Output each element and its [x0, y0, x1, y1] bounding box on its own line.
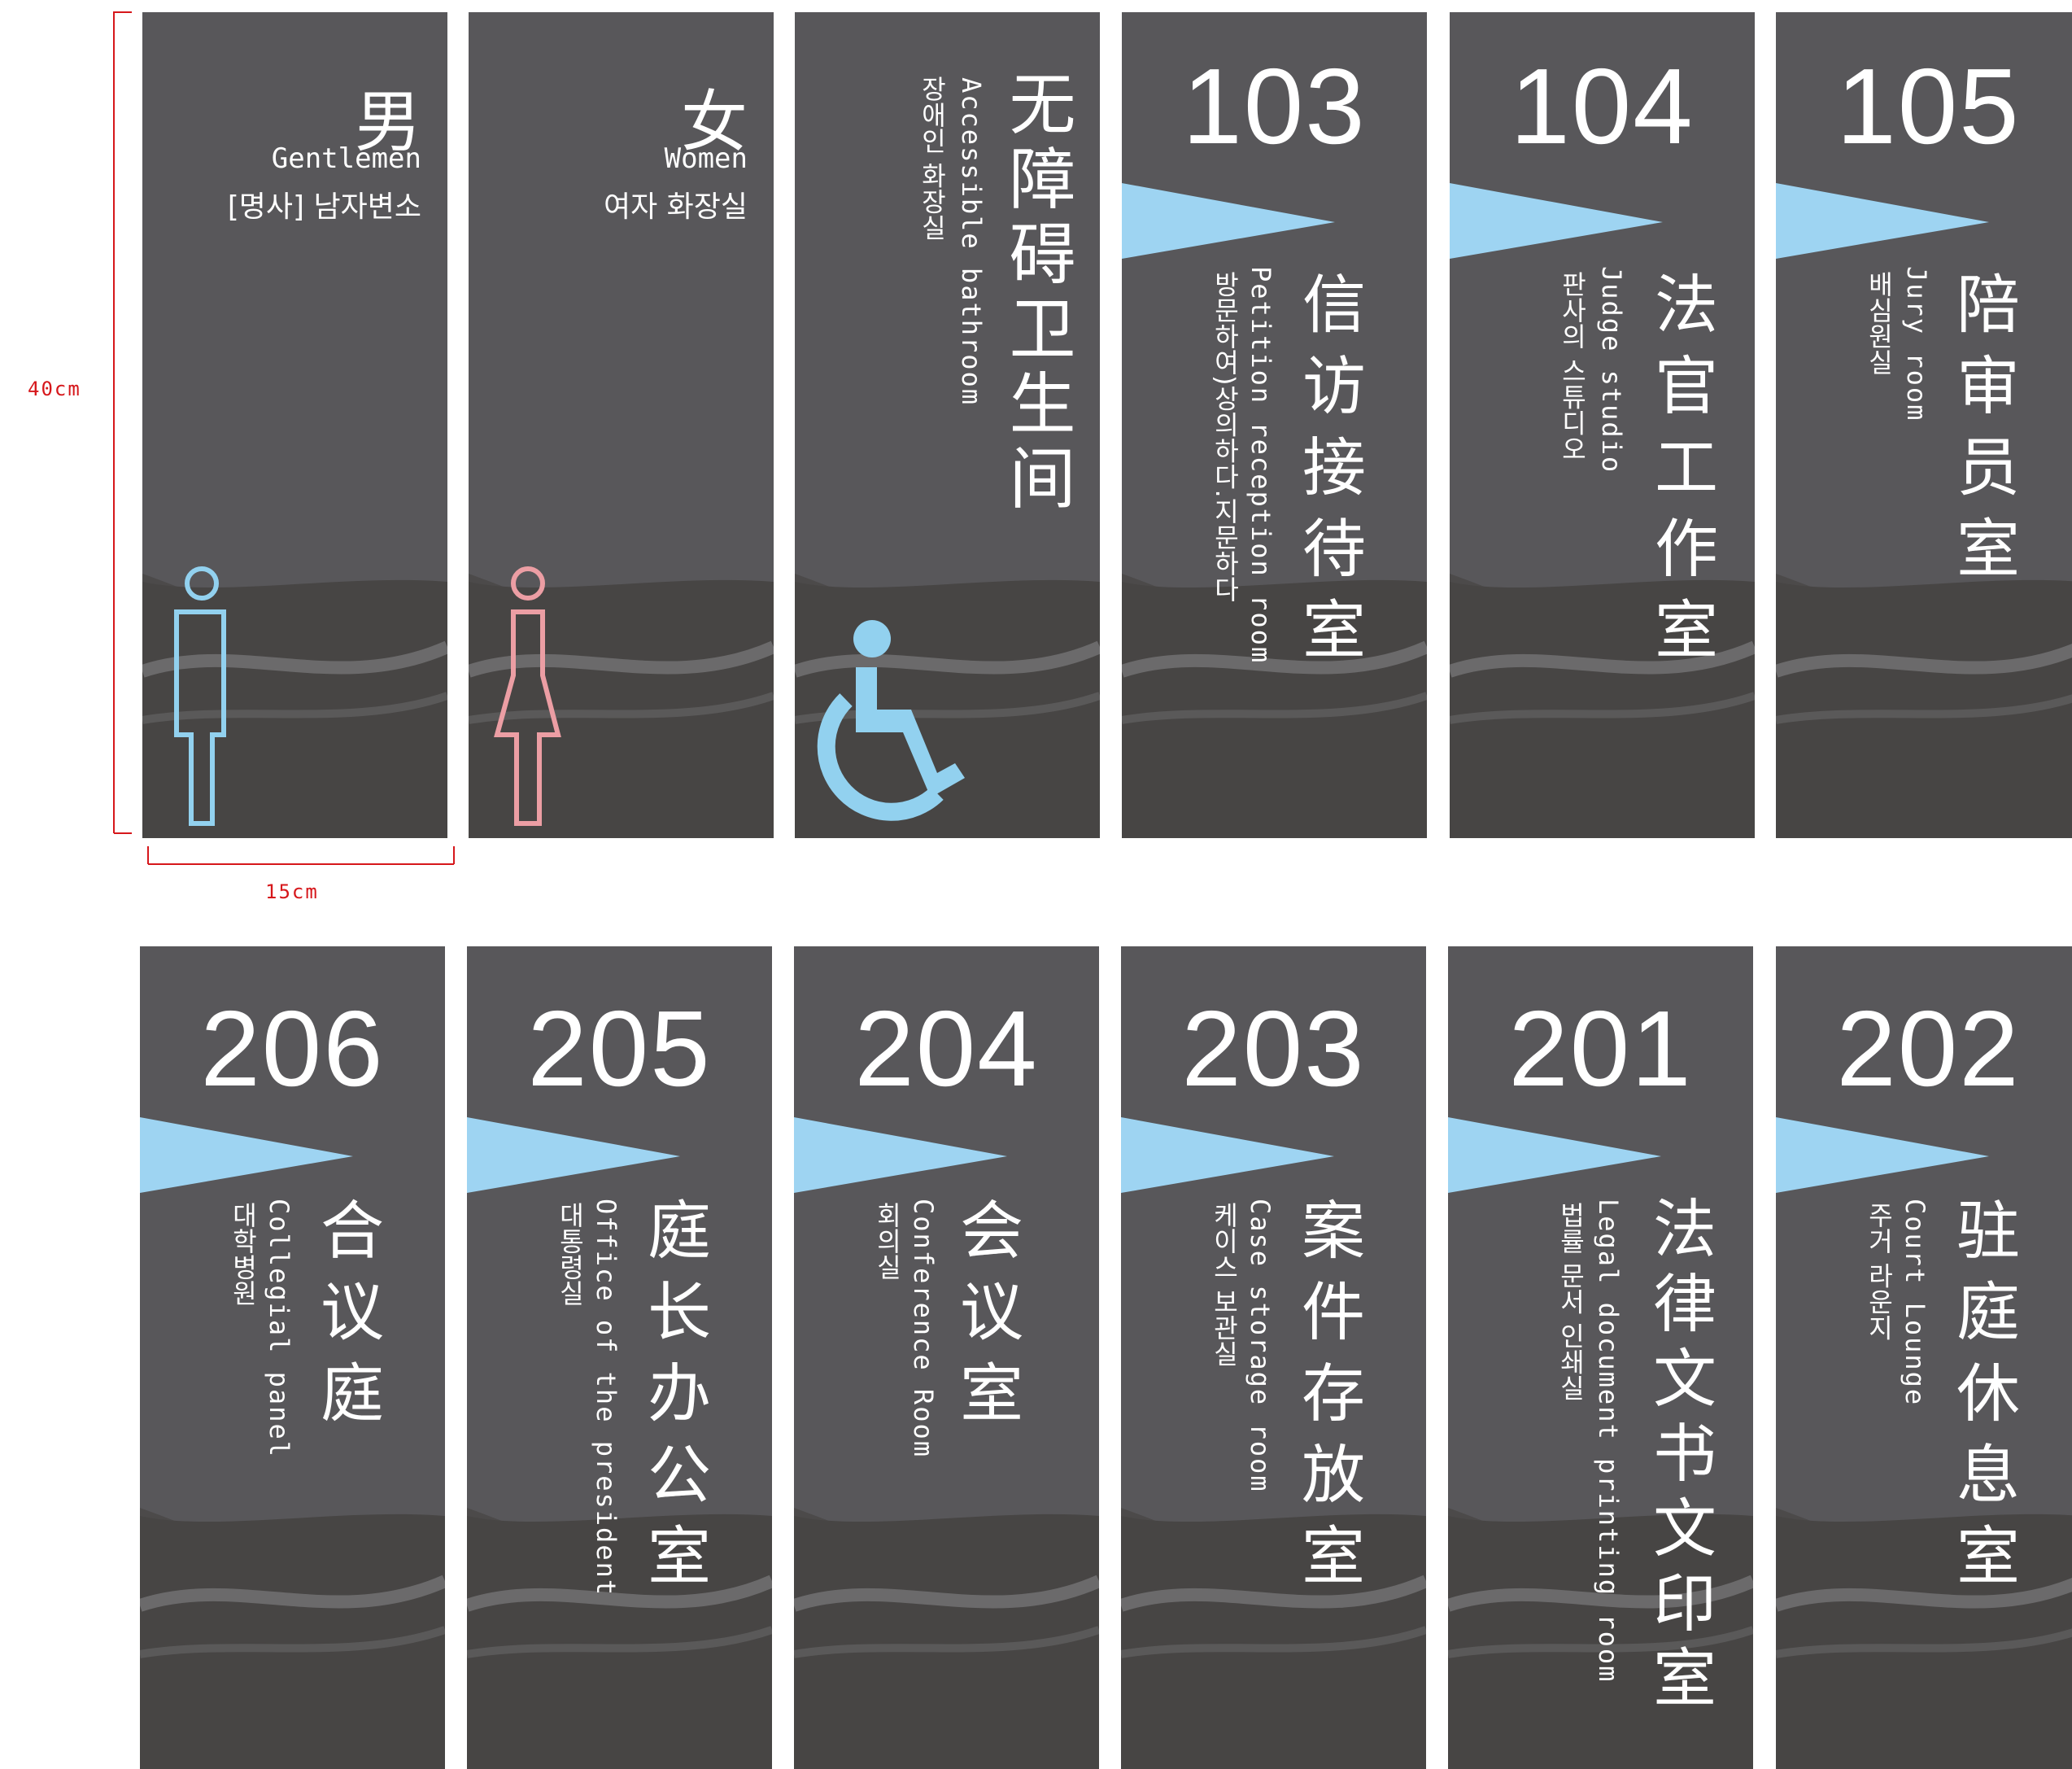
sign-english-title: Collegial panel: [264, 1199, 294, 1458]
wave-background: [1776, 183, 2072, 838]
sign-105: 105 陪审员室 Jury room 배심원실: [1776, 12, 2072, 838]
sign-korean-title: 법률 문서 인쇄실: [1555, 1202, 1586, 1401]
sign-103: 103 信访接待室 Petition reception room 방문하여)상…: [1122, 12, 1427, 838]
sign-chinese-title: 男: [354, 84, 421, 161]
room-number: 105: [1836, 46, 2021, 166]
room-number: 206: [200, 989, 385, 1108]
wave-background: [467, 1117, 772, 1769]
sign-english-title: Case storage room: [1245, 1199, 1276, 1493]
wave-background: [1121, 1117, 1426, 1769]
sign-english-title: Office of the president: [591, 1199, 622, 1597]
wave-background: [140, 1117, 445, 1769]
room-number: 203: [1181, 989, 1366, 1108]
sign-english-title: Gentlemen: [271, 142, 421, 175]
sign-chinese-title: 法律文书文印室: [1642, 1195, 1716, 1719]
sign-104: 104 法官工作室 Judge studio 판사의 스튜디오: [1450, 12, 1755, 838]
sign-chinese-title: 陪审员室: [1946, 271, 2019, 596]
sign-206: 206 合议庭 Collegial panel 대학병원: [140, 946, 445, 1769]
room-number: 103: [1182, 46, 1367, 166]
width-dimension-label: 15cm: [265, 880, 319, 903]
sign-chinese-title: 案件存放室: [1291, 1197, 1364, 1604]
sign-korean-title: 방문하여)상의하다.지문하다: [1210, 271, 1241, 602]
sign-gentlemen: 男 Gentlemen [명사] 남자변소: [142, 12, 447, 838]
sign-201: 201 法律文书文印室 Legal document printing room…: [1448, 946, 1753, 1769]
sign-english-title: Women: [664, 142, 748, 175]
room-number: 202: [1836, 989, 2021, 1108]
sign-chinese-title: 驻庭休息室: [1946, 1197, 2019, 1604]
sign-english-title: Court Lounge: [1900, 1199, 1930, 1407]
room-number: 205: [527, 989, 712, 1108]
height-dimension-label: 40cm: [28, 378, 81, 400]
sign-chinese-title: 法官工作室: [1644, 271, 1717, 678]
sign-chinese-title: 信访接待室: [1292, 271, 1365, 678]
sign-chinese-title: 合议庭: [310, 1197, 383, 1441]
sign-chinese-title: 无障碍卫生间: [997, 69, 1075, 518]
sign-203: 203 案件存放室 Case storage room 케이스 보관실: [1121, 946, 1426, 1769]
wave-background: [1450, 183, 1755, 838]
sign-korean-title: 주거 라운지: [1864, 1202, 1895, 1341]
sign-205: 205 庭长办公室 Office of the president 대통령실: [467, 946, 772, 1769]
sign-english-title: Conference Room: [908, 1199, 939, 1458]
sign-korean-title: 배심원실: [1864, 271, 1895, 375]
room-number: 201: [1508, 989, 1693, 1108]
sign-204: 204 会议室 Conference Room 회의실: [794, 946, 1099, 1769]
room-number: 104: [1510, 46, 1695, 166]
sign-korean-title: 대통령실: [555, 1202, 586, 1306]
sign-english-title: Legal document printing room: [1593, 1199, 1624, 1684]
room-number: 204: [854, 989, 1039, 1108]
wave-background: [1776, 1117, 2072, 1769]
sign-korean-title: 장애인 화장실: [917, 76, 948, 241]
sign-chinese-title: 会议室: [949, 1197, 1023, 1441]
sign-accessible-bathroom: 无障碍卫生间 Accessible bathroom 장애인 화장실: [795, 12, 1100, 838]
sign-women: 女 Women 여자 화장실: [469, 12, 774, 838]
sign-english-title: Petition reception room: [1245, 266, 1276, 665]
width-dimension-line: [147, 846, 455, 865]
sign-korean-title: 케이스 보관실: [1209, 1202, 1240, 1367]
sign-english-title: Jury room: [1901, 266, 1932, 422]
sign-korean-title: 판사의 스튜디오: [1557, 271, 1588, 462]
sign-english-title: Judge studio: [1596, 266, 1627, 474]
sign-korean-title: 대학병원: [228, 1202, 259, 1306]
sign-chinese-title: 女: [680, 84, 748, 161]
sign-202: 202 驻庭休息室 Court Lounge 주거 라운지: [1776, 946, 2072, 1769]
male-icon: [174, 566, 226, 826]
wave-background: [794, 1117, 1099, 1769]
sign-korean-title: [명사] 남자변소: [227, 190, 421, 224]
height-dimension-line: [113, 11, 132, 834]
sign-korean-title: 여자 화장실: [603, 190, 748, 224]
sign-korean-title: 회의실: [872, 1202, 903, 1280]
sign-chinese-title: 庭长办公室: [637, 1197, 710, 1604]
wave-background: [1448, 1117, 1753, 1769]
wheelchair-icon: [817, 620, 965, 821]
female-icon: [494, 566, 561, 826]
sign-english-title: Accessible bathroom: [956, 77, 987, 407]
wave-background: [1122, 183, 1427, 838]
